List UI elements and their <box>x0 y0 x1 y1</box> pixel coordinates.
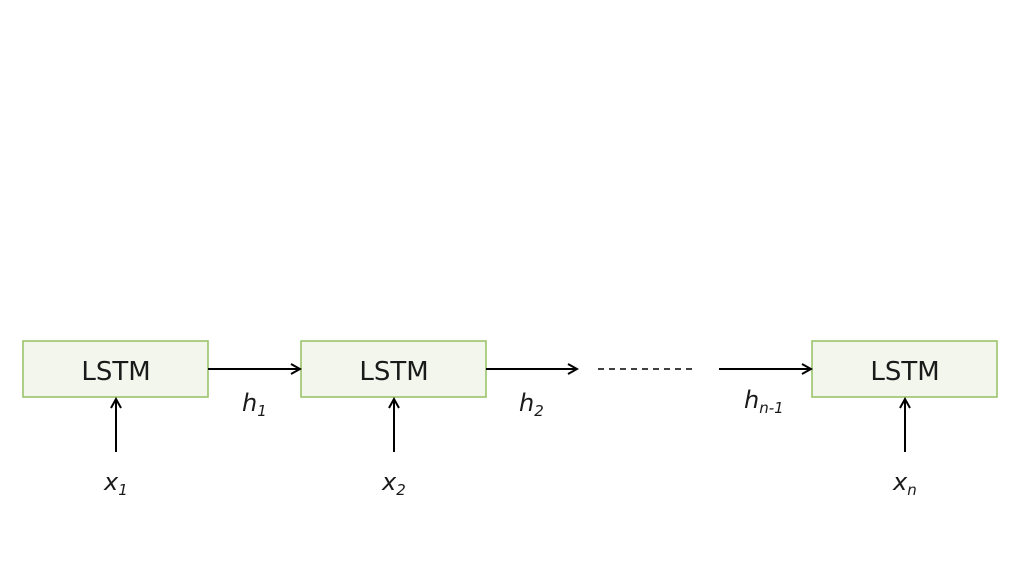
input-label-2: x2 <box>381 468 406 499</box>
lstm-cell-n-label: LSTM <box>870 357 939 387</box>
input-label-n: xn <box>892 468 917 499</box>
input-label-1: x1 <box>103 468 128 499</box>
hidden-label-n-1: hn-1 <box>744 386 784 417</box>
hidden-label-1: h1 <box>242 389 267 420</box>
hidden-label-2: h2 <box>519 389 544 420</box>
lstm-cell-1-label: LSTM <box>81 357 150 387</box>
lstm-cell-1: LSTM <box>22 340 209 398</box>
lstm-cell-n: LSTM <box>811 340 998 398</box>
lstm-cell-2-label: LSTM <box>359 357 428 387</box>
lstm-cell-2: LSTM <box>300 340 487 398</box>
